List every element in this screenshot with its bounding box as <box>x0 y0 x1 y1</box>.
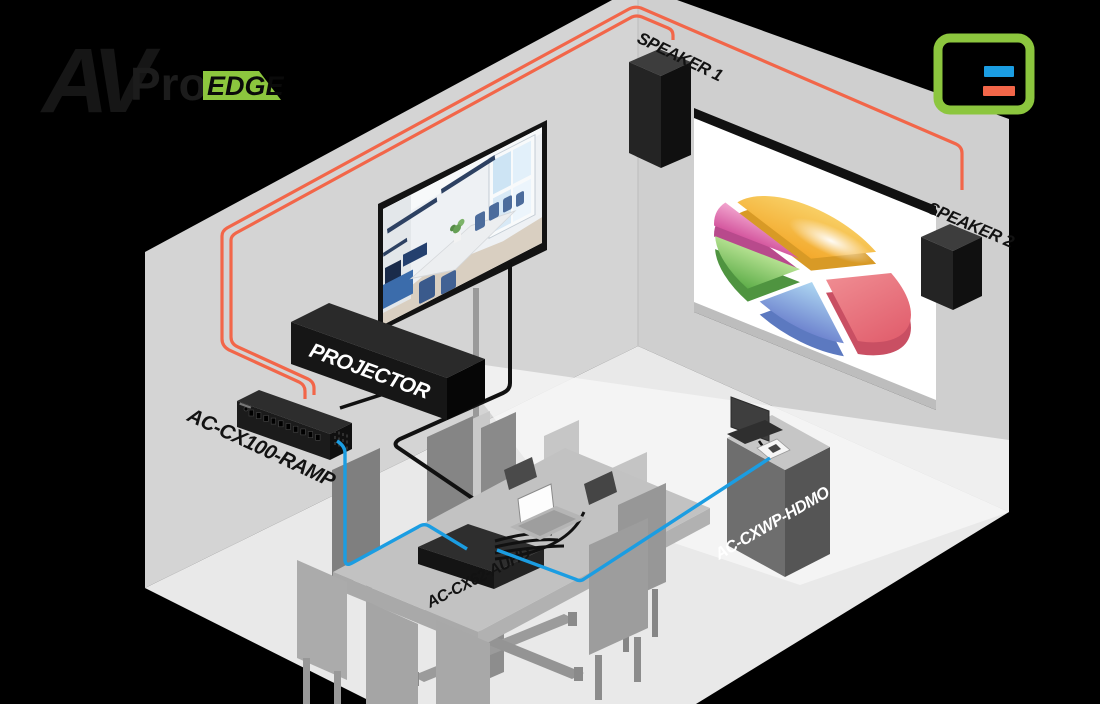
speaker1-top <box>629 49 691 76</box>
logo-edge-flag <box>203 71 281 100</box>
matrix-to-table-cable <box>336 439 468 567</box>
tablet-1 <box>504 457 537 490</box>
podium: AC-CXWP-HDMO <box>711 396 833 577</box>
speaker1-wire <box>229 14 675 395</box>
logo-pro-text: Pro <box>130 58 207 110</box>
display-photo <box>383 127 542 325</box>
chair-leg <box>634 637 641 682</box>
speaker1-side <box>661 62 691 168</box>
matrix-top <box>237 390 352 434</box>
pie-chart-slide <box>714 196 911 357</box>
screen-bottom-strip <box>694 300 936 410</box>
legend-cat-wire-swatch <box>984 66 1014 77</box>
legend-audio-wire-swatch <box>983 86 1015 96</box>
table-switcher-side <box>494 549 544 589</box>
cat-cabling <box>336 439 771 583</box>
chair-back <box>297 560 347 680</box>
chair-leg <box>334 671 341 704</box>
table-foot-cap <box>574 667 583 681</box>
speaker2-side <box>953 237 982 310</box>
chair-back <box>436 620 490 704</box>
projector-side <box>447 359 485 420</box>
laptop-keyboard <box>518 510 576 536</box>
logo-edge-text: EDGE <box>207 71 285 101</box>
chair-leg <box>595 655 602 700</box>
wall-plate-port <box>768 444 781 453</box>
speaker2-front <box>921 237 953 310</box>
chair-back <box>589 518 648 655</box>
table-to-wallplate-cable <box>496 456 771 583</box>
chair-leg <box>652 589 658 637</box>
front-chairs <box>297 483 666 704</box>
podium-side <box>785 447 830 577</box>
table-devices <box>418 457 617 589</box>
legend <box>933 33 1035 115</box>
chair-back <box>366 601 418 704</box>
speaker-1 <box>629 49 691 168</box>
projector-front <box>291 322 447 420</box>
podium-laptop-base <box>727 420 783 444</box>
projector-top <box>291 303 485 378</box>
table-switcher-top <box>418 524 544 572</box>
table-top <box>333 448 710 632</box>
speaker1-front <box>629 62 661 168</box>
tablet-2 <box>584 471 617 505</box>
projection-screen <box>694 108 936 410</box>
speaker2-top <box>921 224 982 251</box>
table-switcher-front <box>418 547 494 589</box>
speaker-2 <box>921 224 982 310</box>
table-foot-cap <box>568 612 577 626</box>
speaker-wiring <box>220 5 964 399</box>
chair-leg <box>303 658 310 704</box>
podium-front <box>727 438 785 577</box>
speaker2-wire <box>220 5 964 399</box>
